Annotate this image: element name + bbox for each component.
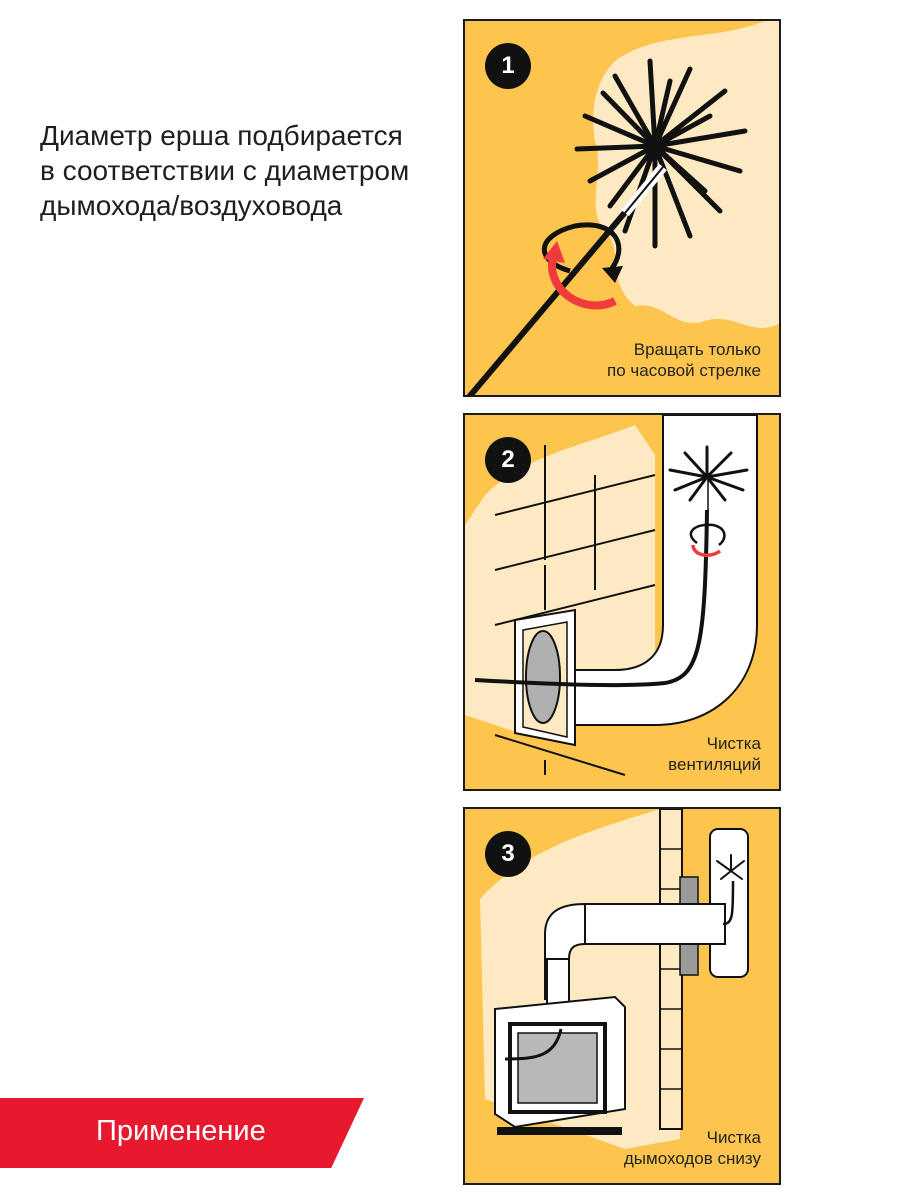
step-2-illustration: [465, 415, 758, 776]
rotation-arrow-icon: [689, 523, 726, 557]
step-3-illustration: [480, 809, 749, 1149]
section-badge: [0, 1098, 364, 1168]
chimney-brush-icon: [716, 854, 745, 880]
step-2-caption: Чистка вентиляций: [668, 733, 761, 775]
step-number-1: 1: [485, 43, 531, 89]
brick-wall-icon: [659, 809, 699, 1130]
intro-line-1: Диаметр ерша подбирается: [40, 120, 403, 151]
stove-icon: [494, 995, 626, 1135]
step-3-caption-line-1: Чистка: [706, 1128, 761, 1147]
intro-line-3: дымохода/воздуховода: [40, 190, 343, 221]
step-1-illustration: [466, 21, 779, 395]
step-3-caption: Чистка дымоходов снизу: [624, 1127, 761, 1169]
step-number-3: 3: [485, 831, 531, 877]
chimney-brush-icon: [668, 445, 749, 502]
step-1-caption-line-1: Вращать только: [633, 340, 761, 359]
step-panel-3: 3 Чистка дымоходов снизу: [463, 807, 781, 1185]
step-panel-2: 2 Чистка вентиляций: [463, 413, 781, 791]
intro-line-2: в соответствии с диаметром: [40, 155, 410, 186]
chimney-pipe-icon: [544, 828, 749, 1008]
step-panel-1: 1 Вращать только по часовой стрелке: [463, 19, 781, 397]
rotation-arrow-icon: [541, 222, 623, 310]
step-1-caption-line-2: по часовой стрелке: [607, 361, 761, 380]
step-2-caption-line-2: вентиляций: [668, 755, 761, 774]
step-number-2: 2: [485, 437, 531, 483]
section-badge-label: Применение: [96, 1115, 266, 1147]
intro-text: Диаметр ерша подбирается в соответствии …: [40, 118, 450, 223]
step-1-caption: Вращать только по часовой стрелке: [607, 339, 761, 381]
chimney-brush-icon: [574, 58, 748, 249]
step-2-caption-line-1: Чистка: [706, 734, 761, 753]
step-3-caption-line-2: дымоходов снизу: [623, 1149, 761, 1168]
